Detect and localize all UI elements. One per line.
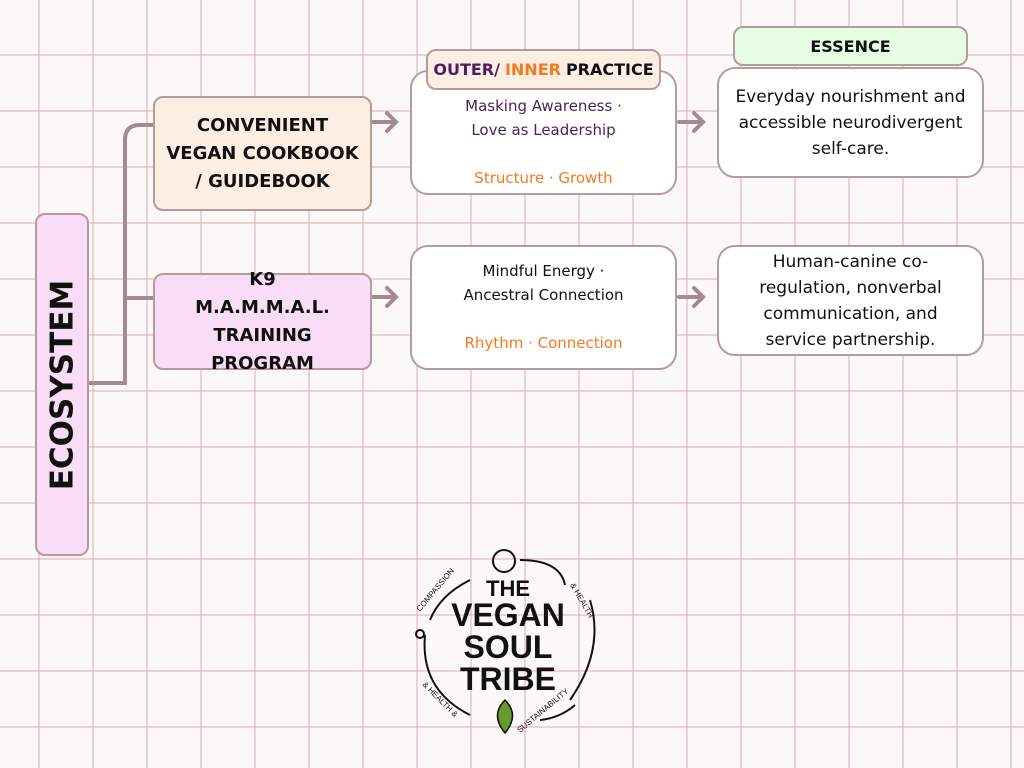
inner-practice: Rhythm · Connection	[464, 334, 623, 352]
tree-connector	[89, 123, 153, 385]
svg-text:TRIBE: TRIBE	[460, 661, 556, 697]
practice-label: PRACTICE	[565, 60, 654, 79]
inner-practice: Structure · Growth	[474, 169, 613, 187]
svg-text:SOUL: SOUL	[464, 629, 553, 665]
arrow-icon	[371, 111, 706, 308]
practice-box-k9: Mindful Energy · Ancestral Connection Rh…	[410, 245, 677, 370]
outer-practice: Love as Leadership	[471, 121, 616, 139]
program-cookbook: CONVENIENT VEGAN COOKBOOK / GUIDEBOOK	[153, 96, 372, 211]
outer-label: OUTER/	[433, 60, 500, 79]
inner-label: INNER	[504, 60, 561, 79]
essence-text: Human-canine co-regulation, nonverbal co…	[759, 251, 942, 350]
svg-text:& HEALTH &: & HEALTH &	[421, 680, 460, 719]
essence-box-cookbook: Everyday nourishment and accessible neur…	[717, 67, 984, 178]
svg-text:VEGAN: VEGAN	[451, 597, 565, 633]
svg-text:& HEALTH: & HEALTH	[568, 582, 595, 620]
outer-practice: Masking Awareness ·	[465, 97, 622, 115]
essence-text: Everyday nourishment and accessible neur…	[735, 86, 966, 159]
svg-text:COMPASSION: COMPASSION	[415, 566, 457, 613]
outer-practice: Mindful Energy ·	[482, 262, 605, 280]
essence-box-k9: Human-canine co-regulation, nonverbal co…	[717, 245, 984, 356]
program-label: K9 M.A.M.M.A.L. TRAINING PROGRAM	[195, 268, 330, 374]
ecosystem-box: ECOSYSTEM	[35, 213, 89, 556]
essence-header: ESSENCE	[733, 26, 968, 66]
program-k9: K9 M.A.M.M.A.L. TRAINING PROGRAM	[153, 269, 372, 374]
outer-practice: Ancestral Connection	[463, 286, 624, 304]
svg-text:THE: THE	[486, 576, 530, 601]
practice-header: OUTER/ INNER PRACTICE	[426, 49, 661, 90]
program-label: CONVENIENT VEGAN COOKBOOK / GUIDEBOOK	[166, 114, 359, 192]
essence-header-label: ESSENCE	[810, 36, 891, 56]
